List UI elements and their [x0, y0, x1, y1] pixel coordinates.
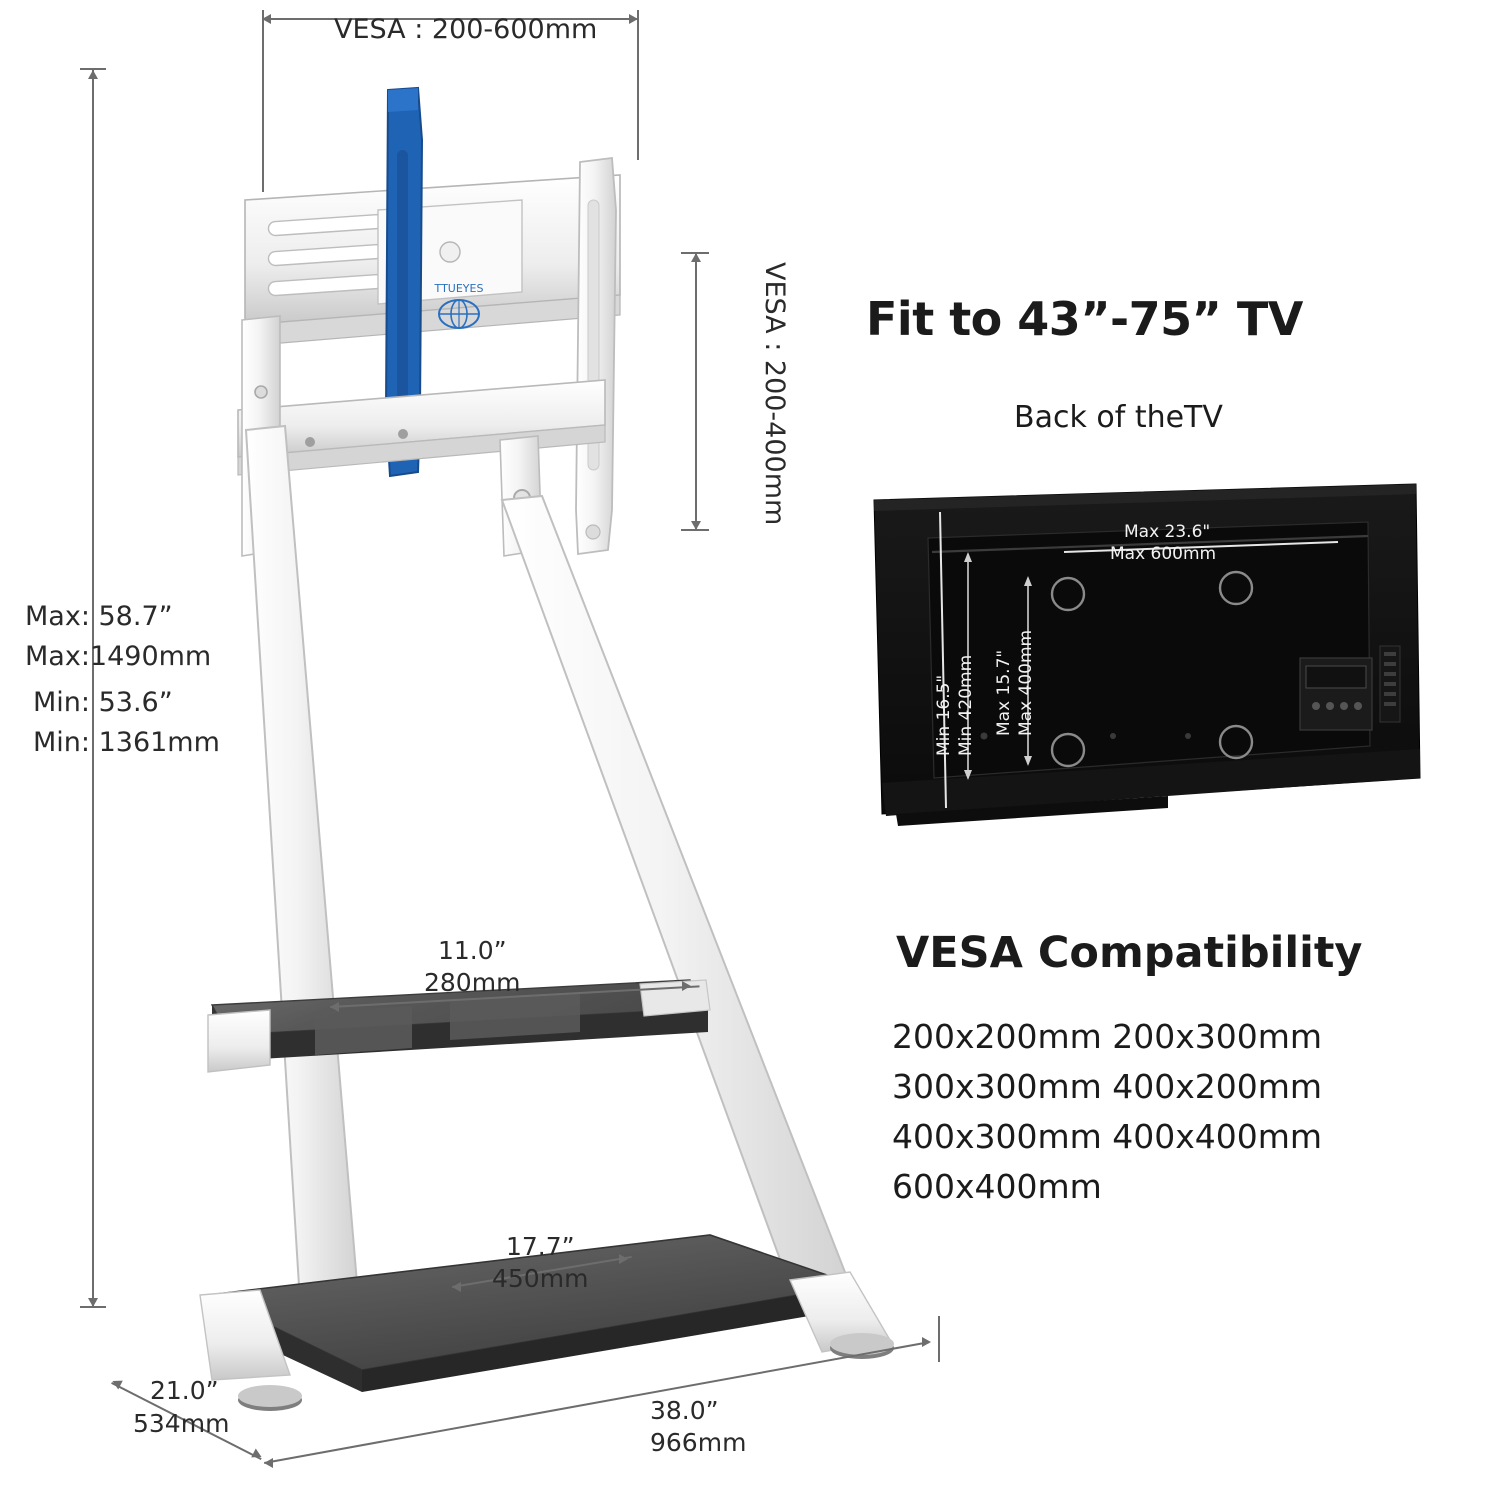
- fit-title: Fit to 43”-75” TV: [866, 292, 1303, 346]
- height-dim-tick-top: [80, 68, 106, 70]
- height-dim-arrow-top: [88, 70, 98, 79]
- vesa-row-0: 200x200mm 200x300mm: [892, 1017, 1323, 1056]
- height-max-mm-label: Max:1490mm: [25, 641, 212, 672]
- base-width-arrow-left: [264, 1458, 273, 1468]
- vesa-height-arrow-top: [691, 253, 701, 262]
- vesa-height-dim-line: [695, 252, 697, 530]
- top-dim-left-extension: [262, 10, 264, 192]
- top-dim-arrow-left: [262, 13, 271, 24]
- height-dim-line: [92, 68, 94, 1308]
- height-max-inches-label: Max: 58.7”: [25, 601, 173, 632]
- base-width-inches-label: 38.0”: [650, 1396, 719, 1425]
- height-min-mm-label: Min: 1361mm: [33, 727, 220, 758]
- shelf-depth-arrow-left: [330, 1002, 339, 1012]
- base-side-mm-label: 534mm: [133, 1409, 230, 1438]
- base-front-arrow-right: [619, 1254, 628, 1264]
- height-min-inches-label: Min: 53.6”: [33, 687, 173, 718]
- top-dimension-label: VESA : 200-600mm: [334, 14, 598, 45]
- shelf-depth-mm-label: 280mm: [424, 968, 521, 997]
- brand-logo: TTUEYES: [425, 278, 493, 340]
- tv-max-width-mm-label: Max 600mm: [1110, 544, 1217, 564]
- base-width-arrow-right: [922, 1337, 931, 1347]
- top-dim-right-extension: [637, 10, 639, 160]
- height-dim-arrow-bottom: [88, 1298, 98, 1307]
- tv-back-illustration: Max 23.6" Max 600mm Min 16.5" Min 420mm …: [868, 478, 1428, 860]
- tv-max-width-inches-label: Max 23.6": [1124, 522, 1211, 542]
- tv-min-height-mm-label: Min 420mm: [956, 654, 976, 756]
- base-width-extension-right: [938, 1316, 940, 1362]
- vesa-compatibility-title: VESA Compatibility: [896, 928, 1363, 978]
- vesa-row-3: 600x400mm: [892, 1167, 1102, 1206]
- vesa-row-2: 400x300mm 400x400mm: [892, 1117, 1323, 1156]
- base-front-mm-label: 450mm: [492, 1264, 589, 1293]
- vesa-row-1: 300x300mm 400x200mm: [892, 1067, 1323, 1106]
- base-front-inches-label: 17.7”: [506, 1232, 575, 1261]
- top-dim-arrow-right: [629, 13, 638, 24]
- vesa-height-arrow-bottom: [691, 521, 701, 530]
- tv-max-height-inches-label: Max 15.7": [994, 649, 1014, 736]
- shelf-depth-arrow-right: [682, 981, 691, 991]
- base-side-inches-label: 21.0”: [150, 1376, 219, 1405]
- top-dim-line: [262, 18, 638, 20]
- base-front-arrow-left: [452, 1282, 461, 1292]
- tv-max-height-mm-label: Max 400mm: [1016, 629, 1036, 736]
- svg-text:TTUEYES: TTUEYES: [434, 282, 484, 295]
- vesa-height-tick-top: [681, 252, 709, 254]
- base-width-mm-label: 966mm: [650, 1428, 747, 1457]
- fit-subtitle: Back of theTV: [1014, 400, 1223, 435]
- tv-min-height-inches-label: Min 16.5": [934, 674, 954, 756]
- shelf-depth-inches-label: 11.0”: [438, 936, 507, 965]
- tv-stand-illustration: [199, 86, 894, 1411]
